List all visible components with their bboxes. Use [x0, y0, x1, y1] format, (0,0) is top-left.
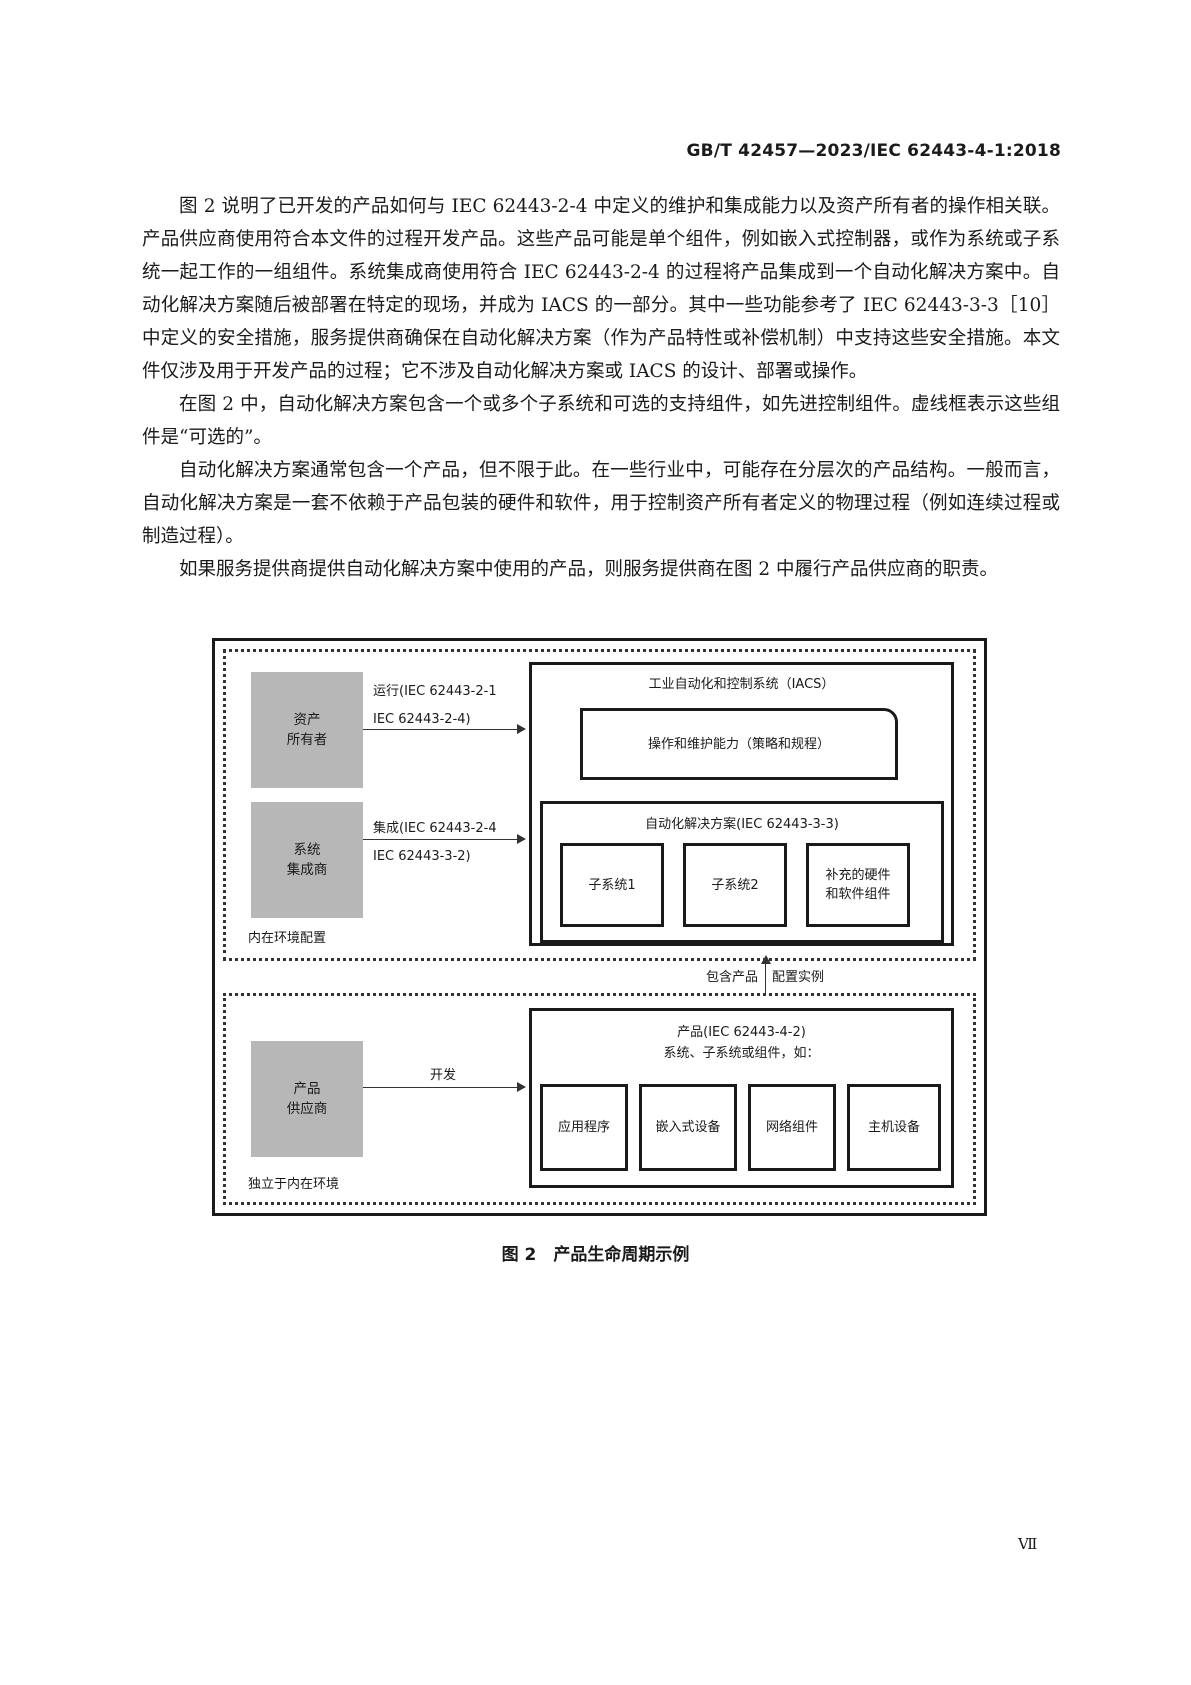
- asset-owner-block: 资产 所有者: [251, 672, 363, 788]
- ops-capability-label: 操作和维护能力（策略和规程）: [647, 737, 830, 752]
- paragraph-4: 如果服务提供商提供自动化解决方案中使用的产品，则服务提供商在图 2 中履行产品供…: [179, 559, 999, 580]
- asset-owner-arrow: [363, 729, 518, 730]
- product-box: 产品(IEC 62443-4-2) 系统、子系统或组件，如： 应用程序 嵌入式设…: [529, 1008, 954, 1188]
- paragraph-3: 自动化解决方案通常包含一个产品，但不限于此。在一些行业中，可能存在分层次的产品结…: [142, 460, 1060, 547]
- develop-label: 开发: [430, 1068, 457, 1083]
- link-right-label: 配置实例: [772, 970, 825, 985]
- top-region-label: 内在环境配置: [248, 931, 327, 946]
- paragraph-1: 图 2 说明了已开发的产品如何与 IEC 62443-2-4 中定义的维护和集成…: [142, 196, 1060, 382]
- embedded-environment-region: 资产 所有者 运行(IEC 62443-2-1 IEC 62443-2-4) 系…: [223, 649, 976, 961]
- page-number: Ⅶ: [1018, 1535, 1038, 1553]
- independent-environment-region: 产品 供应商 开发 独立于内在环境 产品(IEC 62443-4-2) 系统、子…: [223, 993, 976, 1205]
- iacs-title: 工业自动化和控制系统（IACS）: [648, 677, 835, 692]
- component-host-device: 主机设备: [847, 1084, 941, 1171]
- integrator-arrow-label-1: 集成(IEC 62443-2-4: [373, 821, 497, 836]
- standard-number-header: GB/T 42457—2023/IEC 62443-4-1:2018: [686, 141, 1061, 161]
- figure-caption: 图 2 产品生命周期示例: [501, 1245, 690, 1265]
- product-title: 产品(IEC 62443-4-2): [677, 1025, 806, 1040]
- integrator-arrow-label-2: IEC 62443-3-2): [373, 849, 471, 864]
- link-arrow-line: [765, 961, 766, 994]
- asset-owner-arrow-label-1: 运行(IEC 62443-2-1: [373, 684, 497, 699]
- iacs-box: 工业自动化和控制系统（IACS） 操作和维护能力（策略和规程） 自动化解决方案(…: [529, 662, 954, 946]
- supplementary-components: 补充的硬件 和软件组件: [806, 843, 910, 927]
- develop-arrowhead: [517, 1082, 526, 1092]
- body-text: 图 2 说明了已开发的产品如何与 IEC 62443-2-4 中定义的维护和集成…: [142, 190, 1060, 586]
- asset-owner-arrow-label-2: IEC 62443-2-4): [373, 712, 471, 727]
- integrator-arrow: [363, 839, 518, 840]
- asset-owner-arrowhead: [517, 724, 526, 734]
- automation-solution-box: 自动化解决方案(IEC 62443-3-3) 子系统1 子系统2 补充的硬件 和…: [540, 801, 944, 943]
- paragraph-2: 在图 2 中，自动化解决方案包含一个或多个子系统和可选的支持组件，如先进控制组件…: [142, 394, 1060, 448]
- ops-capability-box: 操作和维护能力（策略和规程）: [580, 708, 898, 780]
- integrator-arrowhead: [517, 834, 526, 844]
- develop-arrow: [363, 1087, 518, 1088]
- product-lifecycle-figure: 资产 所有者 运行(IEC 62443-2-1 IEC 62443-2-4) 系…: [212, 638, 987, 1216]
- subsystem-2: 子系统2: [683, 843, 787, 927]
- link-arrowhead: [761, 955, 771, 964]
- product-subtitle: 系统、子系统或组件，如：: [663, 1046, 820, 1061]
- system-integrator-block: 系统 集成商: [251, 802, 363, 918]
- component-application: 应用程序: [540, 1084, 628, 1171]
- component-network: 网络组件: [748, 1084, 836, 1171]
- subsystem-1: 子系统1: [560, 843, 664, 927]
- automation-solution-title: 自动化解决方案(IEC 62443-3-3): [645, 817, 839, 832]
- bottom-region-label: 独立于内在环境: [248, 1177, 340, 1192]
- product-supplier-block: 产品 供应商: [251, 1041, 363, 1157]
- link-left-label: 包含产品: [706, 970, 759, 985]
- component-embedded-device: 嵌入式设备: [639, 1084, 737, 1171]
